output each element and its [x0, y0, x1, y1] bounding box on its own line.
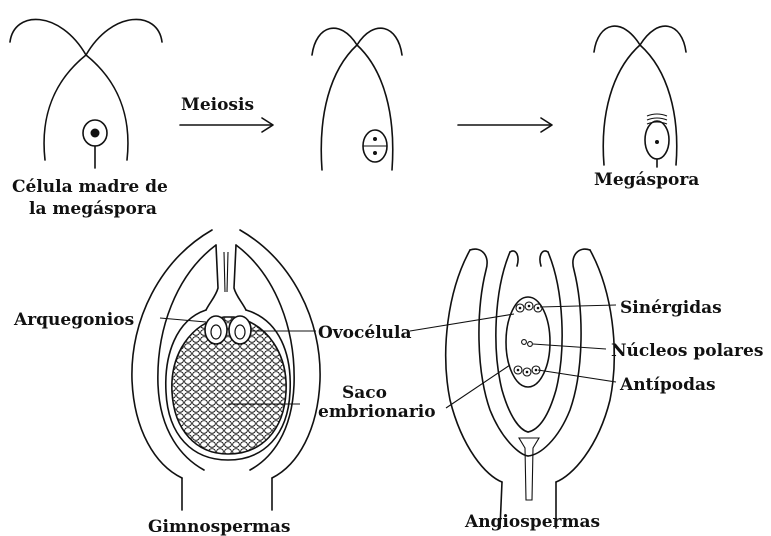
label-archegonia: Arquegonios [13, 310, 134, 330]
label-gymnosperms: Gimnospermas [148, 517, 290, 536]
leader-polar-nuclei [533, 344, 606, 349]
angiosperm-ovule [446, 249, 615, 528]
gymnosperm-ovule [132, 230, 320, 510]
label-meiosis: Meiosis [181, 95, 254, 115]
ovule-dyad [312, 28, 402, 170]
label-embryo-sac-line2: embrionario [318, 402, 436, 422]
leader-synergids [540, 305, 616, 307]
label-angiosperms: Angiospermas [464, 512, 600, 532]
label-polar-nuclei: Núcleos polares [611, 341, 763, 361]
meiosis-arrow [180, 118, 273, 132]
development-arrow [458, 118, 552, 132]
leader-egg-cell-angio [410, 314, 514, 331]
ovule-mother-cell [10, 19, 162, 168]
ovule-megaspore [594, 26, 686, 167]
label-mother-cell-line1: Célula madre de [12, 177, 168, 197]
label-embryo-sac-line1: Saco [342, 383, 387, 403]
label-antipodals: Antípodas [619, 375, 716, 395]
label-egg-cell: Ovocélula [318, 323, 411, 343]
label-synergids: Sinérgidas [620, 298, 722, 318]
label-mother-cell-line2: la megáspora [29, 199, 157, 219]
label-megaspore: Megáspora [594, 170, 699, 190]
